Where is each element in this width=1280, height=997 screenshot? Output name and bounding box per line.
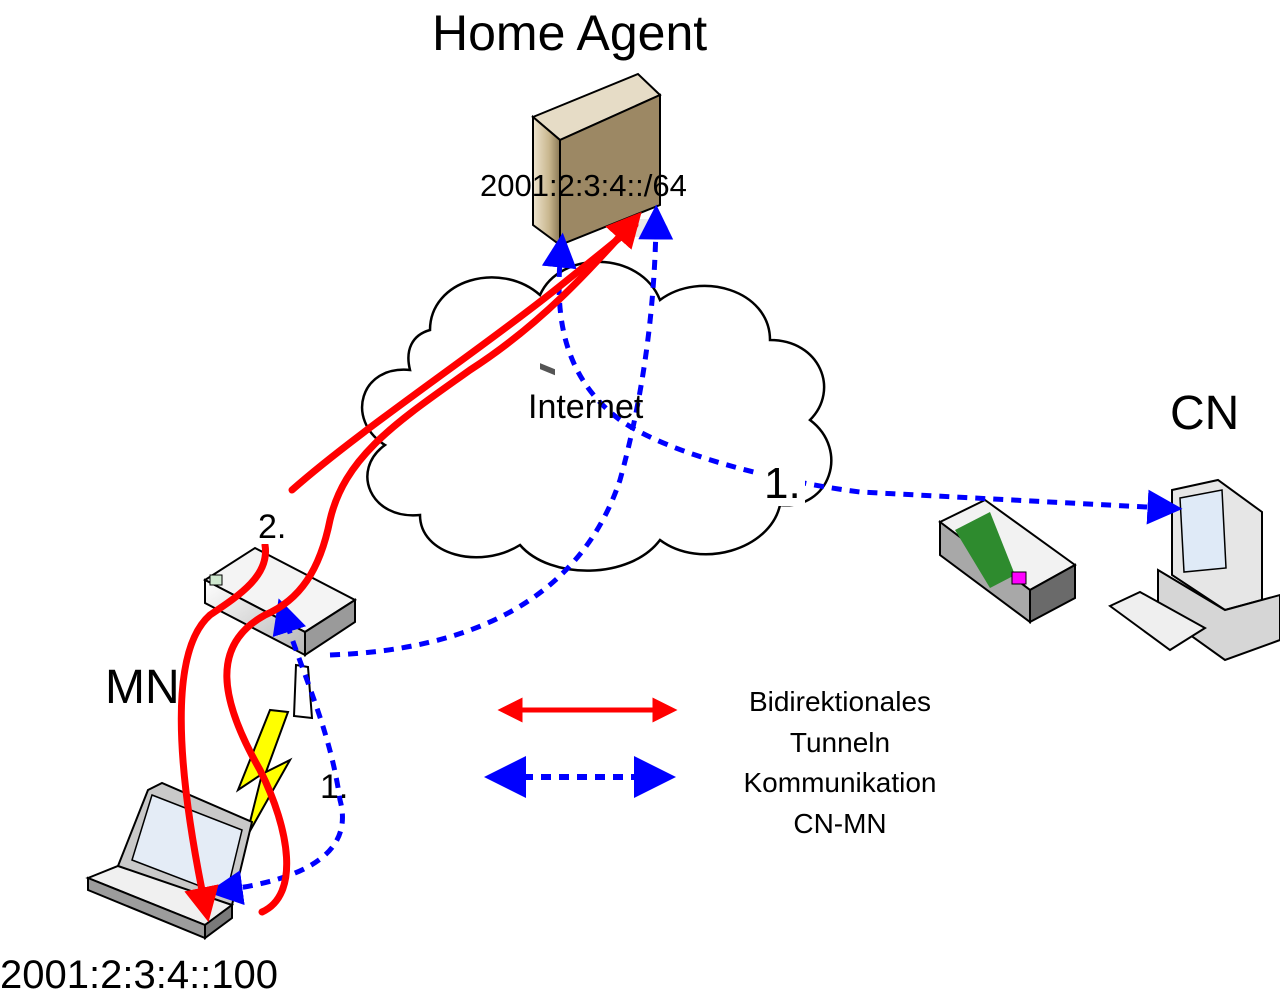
- legend-comm-line1: Kommunikation: [743, 767, 937, 799]
- step-tunnel: 2.: [255, 510, 290, 544]
- cn-to-ha-path: [541, 232, 1183, 525]
- legend-comm-line2: CN-MN: [793, 807, 887, 839]
- legend: Bidirektionales Tunneln Kommunikation CN…: [705, 682, 975, 844]
- laptop-icon: [85, 781, 254, 940]
- workstation-icon: [1108, 478, 1280, 662]
- router-to-ha-path: [329, 204, 674, 658]
- tunnel-path-outer: [223, 211, 642, 916]
- home-agent-prefix: 2001:2:3:4::/64: [480, 168, 687, 203]
- step-cn-to-ha: 1.: [760, 462, 805, 506]
- mn-label: MN: [105, 661, 180, 714]
- legend-tunnel-line2: Tunneln: [789, 726, 891, 758]
- tunnel-path-inner: [177, 221, 639, 905]
- legend-tunnel-line1: Bidirektionales: [748, 686, 932, 717]
- home-agent-title: Home Agent: [432, 5, 708, 61]
- internet-label: Internet: [528, 388, 644, 426]
- gateway-icon: [938, 498, 1077, 624]
- step-mn-to-router: 1.: [320, 768, 349, 806]
- antenna-icon: [292, 663, 314, 720]
- mn-address: 2001:2:3:4::100: [0, 953, 279, 997]
- cn-label: CN: [1170, 387, 1240, 440]
